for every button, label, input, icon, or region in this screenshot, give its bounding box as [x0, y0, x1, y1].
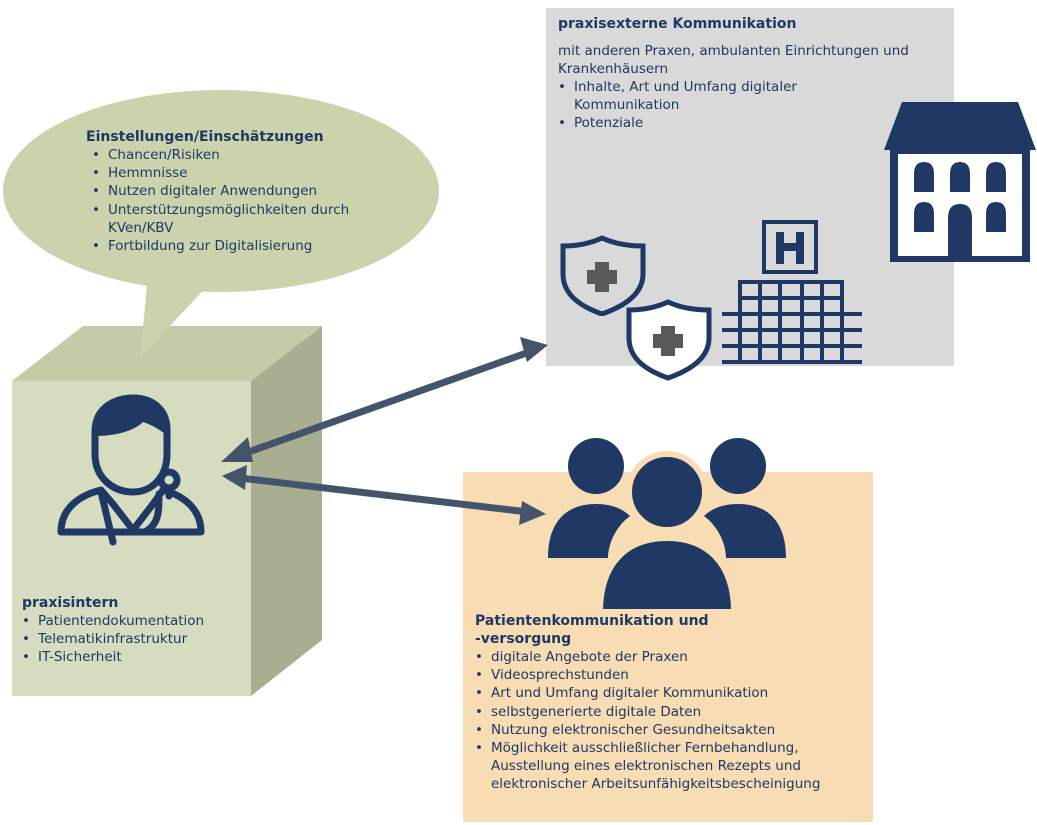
- bubble-content: Einstellungen/Einschätzungen Chancen/Ris…: [86, 128, 386, 255]
- external-title: praxisexterne Kommunikation: [558, 16, 797, 32]
- list-item: Art und Umfang digitaler Kommunikation: [469, 684, 867, 702]
- hospital-icon: [722, 220, 862, 364]
- arrow-to-patients: [222, 465, 546, 525]
- list-item: Chancen/Risiken: [86, 146, 386, 164]
- list-item: Nutzung elektronischer Gesundheitsakten: [469, 721, 867, 739]
- internal-title: praxisintern: [22, 595, 119, 611]
- patients-content: Patientenkommunikation und -versorgung d…: [475, 612, 867, 794]
- box-top: [12, 326, 322, 381]
- patients-list: digitale Angebote der Praxen Videosprech…: [469, 648, 867, 794]
- external-intro: mit anderen Praxen, ambulanten Einrichtu…: [558, 43, 909, 77]
- list-item: Hemmnisse: [86, 164, 386, 182]
- list-item: Telematikinfrastruktur: [16, 630, 252, 648]
- people-group-icon: [548, 438, 786, 612]
- external-content: praxisexterne Kommunikation mit anderen …: [558, 15, 950, 133]
- list-item: Fortbildung zur Digitalisierung: [86, 237, 386, 255]
- shield-cross-icon: [560, 235, 646, 316]
- list-item: Nutzen digitaler Anwendungen: [86, 182, 386, 200]
- list-item: selbstgenerierte digitale Daten: [469, 703, 867, 721]
- arrow-to-external: [221, 337, 548, 462]
- internal-content: praxisintern Patientendokumentation Tele…: [22, 594, 252, 667]
- bubble-title: Einstellungen/Einschätzungen: [86, 129, 324, 145]
- list-item: digitale Angebote der Praxen: [469, 648, 867, 666]
- bubble-list: Chancen/Risiken Hemmnisse Nutzen digital…: [86, 146, 386, 255]
- doctor-icon: [57, 394, 205, 546]
- internal-list: Patientendokumentation Telematikinfrastr…: [16, 612, 252, 667]
- building-icon: [884, 102, 1036, 262]
- patients-title: Patientenkommunikation und -versorgung: [475, 613, 709, 647]
- list-item: Inhalte, Art und Umfang digitaler Kommun…: [552, 78, 844, 114]
- list-item: Patientendokumentation: [16, 612, 252, 630]
- list-item: Videosprechstunden: [469, 666, 867, 684]
- shield-cross-icon: [626, 299, 712, 381]
- list-item: Unterstützungsmöglichkeiten durch KVen/K…: [86, 201, 358, 237]
- external-list: Inhalte, Art und Umfang digitaler Kommun…: [552, 78, 950, 133]
- list-item: Potenziale: [552, 114, 950, 132]
- list-item: IT-Sicherheit: [16, 648, 252, 666]
- list-item: Möglichkeit ausschließlicher Fernbehandl…: [469, 739, 836, 794]
- box-side: [251, 326, 322, 696]
